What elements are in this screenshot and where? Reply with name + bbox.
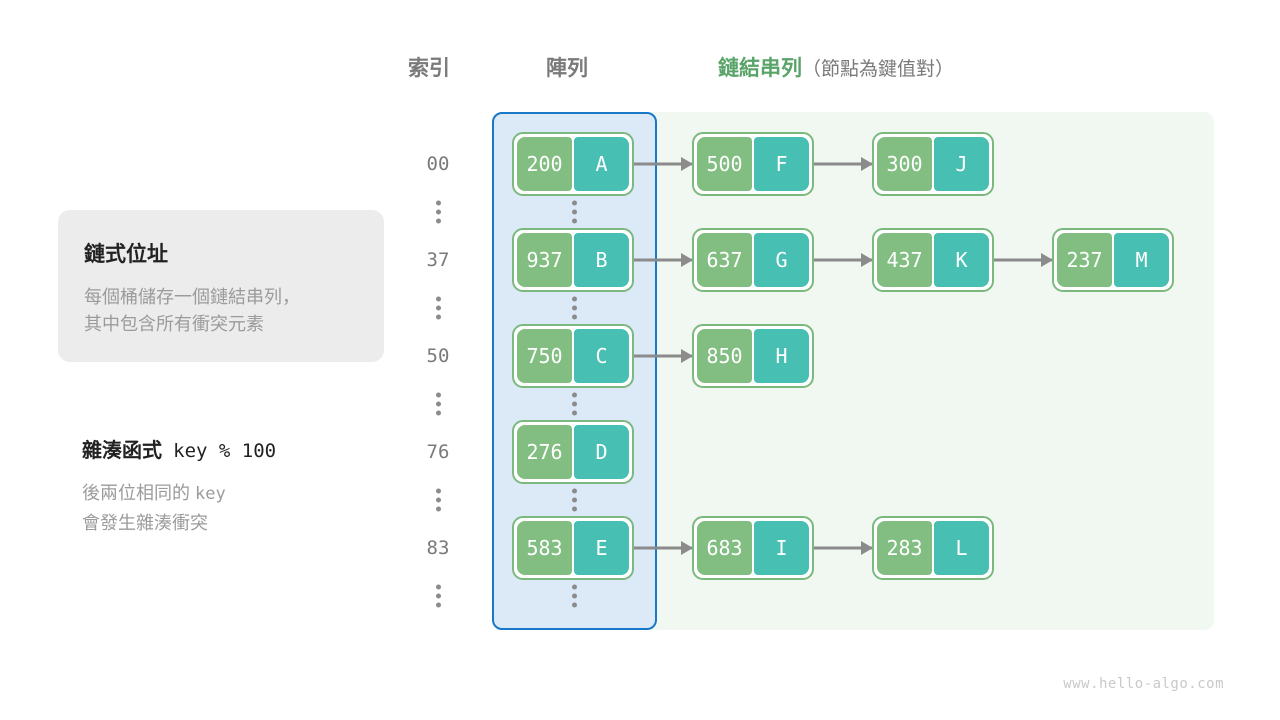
node-key: 283 (877, 521, 932, 575)
node-value: G (754, 233, 809, 287)
watermark: www.hello-algo.com (1063, 676, 1224, 692)
node-value: J (934, 137, 989, 191)
hash-function-expression: key % 100 (173, 440, 277, 462)
node-key: 937 (517, 233, 572, 287)
hash-function-description: 後兩位相同的 key 會發生雜湊衝突 (82, 479, 402, 538)
node-key: 237 (1057, 233, 1112, 287)
info-card-line-2: 其中包含所有衝突元素 (84, 314, 264, 334)
node-value: I (754, 521, 809, 575)
column-header-array: 陣列 (546, 57, 588, 80)
node-key: 276 (517, 425, 572, 479)
column-header-linked-list-sub: （節點為鍵值對） (802, 59, 955, 80)
column-header-index: 索引 (408, 57, 450, 80)
index-ellipsis (428, 584, 448, 608)
info-card-body: 每個桶儲存一個鏈結串列， 其中包含所有衝突元素 (84, 284, 358, 338)
node-key: 637 (697, 233, 752, 287)
chain-arrow (814, 541, 873, 555)
array-ellipsis (564, 488, 584, 512)
index-label-76: 76 (426, 441, 450, 463)
info-card-line-1: 每個桶儲存一個鏈結串列， (84, 287, 300, 307)
array-ellipsis (564, 584, 584, 608)
array-ellipsis (564, 200, 584, 224)
node-value: L (934, 521, 989, 575)
index-ellipsis (428, 296, 448, 320)
node-key: 200 (517, 137, 572, 191)
column-header-linked-list: 鏈結串列（節點為鍵值對） (718, 52, 954, 82)
index-column: 00 37 50 76 83 (404, 112, 472, 630)
array-ellipsis (564, 296, 584, 320)
info-card-title: 鏈式位址 (84, 243, 168, 266)
hash-function-note: 雜湊函式 key % 100 後兩位相同的 key 會發生雜湊衝突 (82, 434, 402, 538)
column-header-linked-list-main: 鏈結串列 (718, 57, 802, 80)
index-ellipsis (428, 392, 448, 416)
chain-arrow (634, 541, 693, 555)
node-value: H (754, 329, 809, 383)
node-value: A (574, 137, 629, 191)
chain-arrow (814, 157, 873, 171)
chain-arrow (634, 157, 693, 171)
node-key: 583 (517, 521, 572, 575)
chain-arrow (814, 253, 873, 267)
index-label-50: 50 (426, 345, 450, 367)
array-ellipsis (564, 392, 584, 416)
hash-note-line-1-text: 後兩位相同的 (82, 483, 190, 503)
node-value: D (574, 425, 629, 479)
hash-function-title: 雜湊函式 key % 100 (82, 434, 402, 463)
index-label-83: 83 (426, 537, 450, 559)
index-label-37: 37 (426, 249, 450, 271)
hash-function-label: 雜湊函式 (82, 440, 162, 462)
info-card-chaining: 鏈式位址 每個桶儲存一個鏈結串列， 其中包含所有衝突元素 (58, 210, 384, 362)
node-value: B (574, 233, 629, 287)
node-value: E (574, 521, 629, 575)
node-value: M (1114, 233, 1169, 287)
node-key: 850 (697, 329, 752, 383)
node-key: 750 (517, 329, 572, 383)
hash-note-line-2: 會發生雜湊衝突 (82, 512, 208, 533)
node-value: C (574, 329, 629, 383)
index-label-00: 00 (426, 153, 450, 175)
hash-note-line-1-mono: key (195, 484, 226, 504)
index-ellipsis (428, 488, 448, 512)
node-key: 300 (877, 137, 932, 191)
chain-arrow (634, 253, 693, 267)
node-key: 500 (697, 137, 752, 191)
node-key: 683 (697, 521, 752, 575)
index-ellipsis (428, 200, 448, 224)
node-key: 437 (877, 233, 932, 287)
chain-arrow (994, 253, 1053, 267)
chain-arrow (634, 349, 693, 363)
node-value: F (754, 137, 809, 191)
node-value: K (934, 233, 989, 287)
